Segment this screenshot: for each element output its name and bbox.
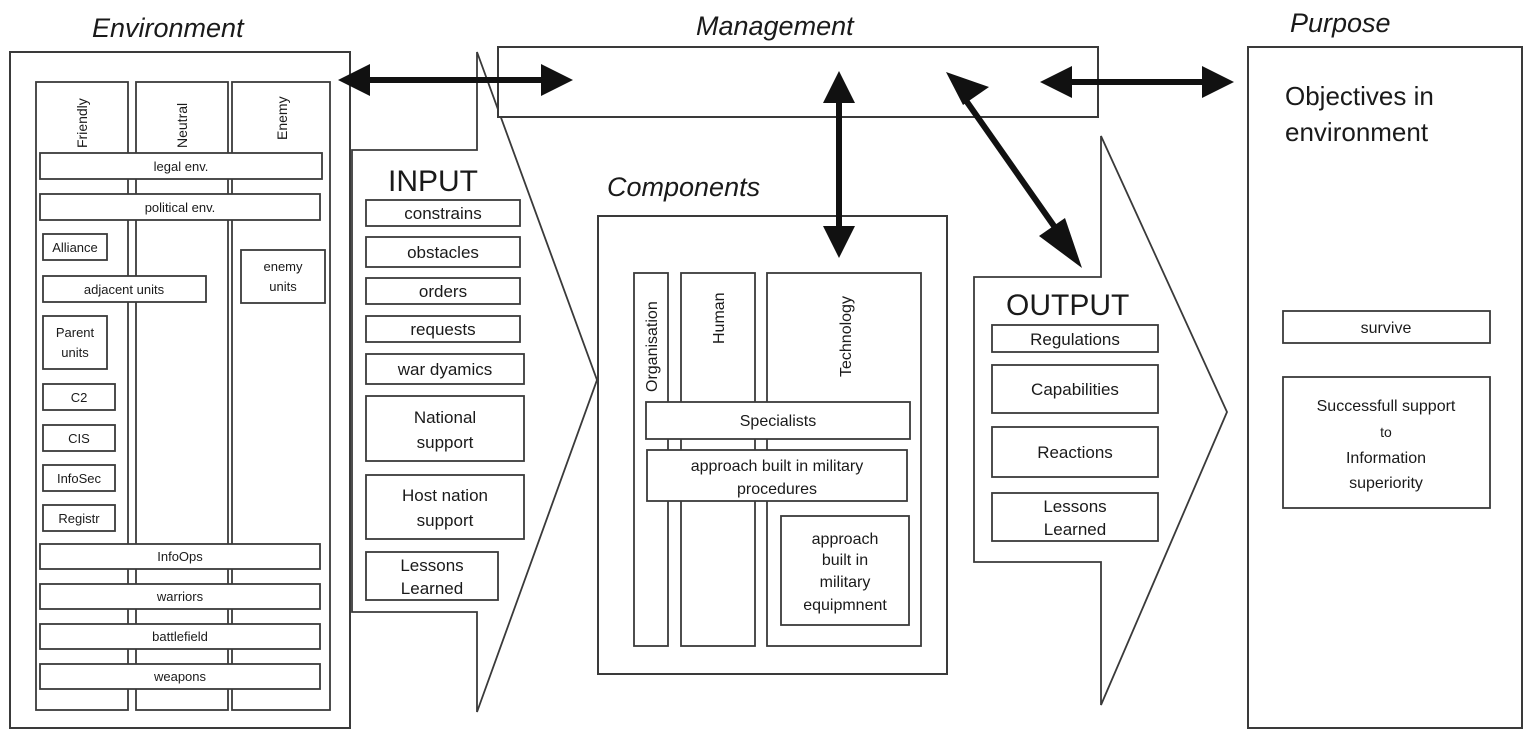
- legal-env-box: [39, 152, 323, 180]
- input-item-obstacles-label: obstacles: [407, 243, 479, 262]
- adjacent-units-label: adjacent units: [84, 282, 165, 297]
- warriors-box: [39, 583, 321, 610]
- column-label-human: Human: [711, 292, 728, 344]
- input-item-war-dyamics-label: war dyamics: [397, 360, 492, 379]
- parent-units-line-1: Parent: [56, 325, 95, 340]
- input-national-line-1: National: [414, 408, 476, 427]
- output-regulations: [991, 324, 1159, 353]
- input-item-requests-label: requests: [410, 320, 475, 339]
- weapons-label: weapons: [153, 669, 207, 684]
- procedures-line-1: approach built in military: [691, 458, 864, 475]
- battlefield-label: battlefield: [152, 629, 208, 644]
- objectives-line-1: Objectives in: [1285, 81, 1434, 111]
- input-host-nation-support: [365, 474, 525, 540]
- input-item-requests: [365, 315, 521, 343]
- support-line-1: Successfull support: [1317, 398, 1456, 415]
- support-line-4: superiority: [1349, 475, 1423, 492]
- enemy-units-box: [240, 249, 326, 304]
- infoops-box: [39, 543, 321, 570]
- arrow-management-output: [946, 72, 1082, 268]
- input-heading: INPUT: [388, 165, 478, 198]
- adjacent-units-box: [42, 275, 207, 303]
- registr-label: Registr: [58, 511, 100, 526]
- input-item-war-dyamics: [365, 353, 525, 385]
- input-item-constrains: [365, 199, 521, 227]
- output-lessons-line-1: Lessons: [1043, 497, 1106, 516]
- column-label-organisation: Organisation: [644, 301, 661, 392]
- purpose-title: Purpose: [1290, 8, 1391, 38]
- input-host-line-1: Host nation: [402, 486, 488, 505]
- specialists-label: Specialists: [740, 413, 816, 430]
- equipment-line-4: equipmnent: [803, 597, 887, 614]
- support-line-2: to: [1380, 424, 1392, 440]
- arrow-management-purpose: [1040, 66, 1234, 98]
- components-title: Components: [607, 172, 760, 202]
- survive-box: [1282, 310, 1491, 344]
- specialists-box: [645, 401, 911, 440]
- equipment-line-2: built in: [822, 552, 868, 569]
- procedures-box: [646, 449, 908, 502]
- output-capabilities-label: Capabilities: [1031, 380, 1119, 399]
- output-regulations-label: Regulations: [1030, 330, 1120, 349]
- procedures-line-2: procedures: [737, 481, 817, 498]
- input-host-line-2: support: [417, 511, 474, 530]
- input-item-obstacles: [365, 236, 521, 268]
- warriors-label: warriors: [156, 589, 204, 604]
- parent-units-box: [42, 315, 108, 370]
- input-lessons-line-2: Learned: [401, 579, 463, 598]
- alliance-box: [42, 233, 108, 261]
- political-env-label: political env.: [145, 200, 216, 215]
- equipment-line-3: military: [820, 574, 871, 591]
- infoops-label: InfoOps: [157, 549, 203, 564]
- weapons-box: [39, 663, 321, 690]
- infosec-label: InfoSec: [57, 471, 102, 486]
- input-item-constrains-label: constrains: [404, 204, 481, 223]
- output-heading: OUTPUT: [1006, 289, 1129, 322]
- environment-title: Environment: [92, 13, 245, 43]
- alliance-label: Alliance: [52, 240, 98, 255]
- registr-box: [42, 504, 116, 532]
- cis-box: [42, 424, 116, 452]
- column-label-technology: Technology: [838, 296, 855, 377]
- output-capabilities: [991, 364, 1159, 414]
- objectives-line-2: environment: [1285, 117, 1429, 147]
- legal-env-label: legal env.: [154, 159, 209, 174]
- input-item-orders-label: orders: [419, 282, 467, 301]
- battlefield-box: [39, 623, 321, 650]
- support-box: [1282, 376, 1491, 509]
- enemy-units-line-1: enemy: [263, 259, 303, 274]
- cis-label: CIS: [68, 431, 90, 446]
- survive-label: survive: [1361, 320, 1412, 337]
- output-lessons-learned: [991, 492, 1159, 542]
- arrow-management-components: [823, 71, 855, 258]
- infosec-box: [42, 464, 116, 492]
- parent-units-line-2: units: [61, 345, 89, 360]
- political-env-box: [39, 193, 321, 221]
- management-title: Management: [696, 11, 855, 41]
- equipment-line-1: approach: [812, 531, 879, 548]
- input-lessons-line-1: Lessons: [400, 556, 463, 575]
- c2-label: C2: [71, 390, 88, 405]
- input-item-orders: [365, 277, 521, 305]
- input-national-line-2: support: [417, 433, 474, 452]
- support-line-3: Information: [1346, 450, 1426, 467]
- output-reactions-label: Reactions: [1037, 443, 1113, 462]
- equipment-box: [780, 515, 910, 626]
- column-label-enemy: Enemy: [274, 96, 290, 140]
- input-national-support: [365, 395, 525, 462]
- arrow-environment-management: [338, 64, 573, 96]
- enemy-units-line-2: units: [269, 279, 297, 294]
- column-label-neutral: Neutral: [174, 103, 190, 148]
- input-lessons-learned: [365, 551, 499, 601]
- c2-box: [42, 383, 116, 411]
- output-arrow-shape: [973, 135, 1228, 706]
- output-lessons-line-2: Learned: [1044, 520, 1106, 539]
- column-label-friendly: Friendly: [74, 98, 90, 148]
- management-box: [497, 46, 1099, 118]
- output-reactions: [991, 426, 1159, 478]
